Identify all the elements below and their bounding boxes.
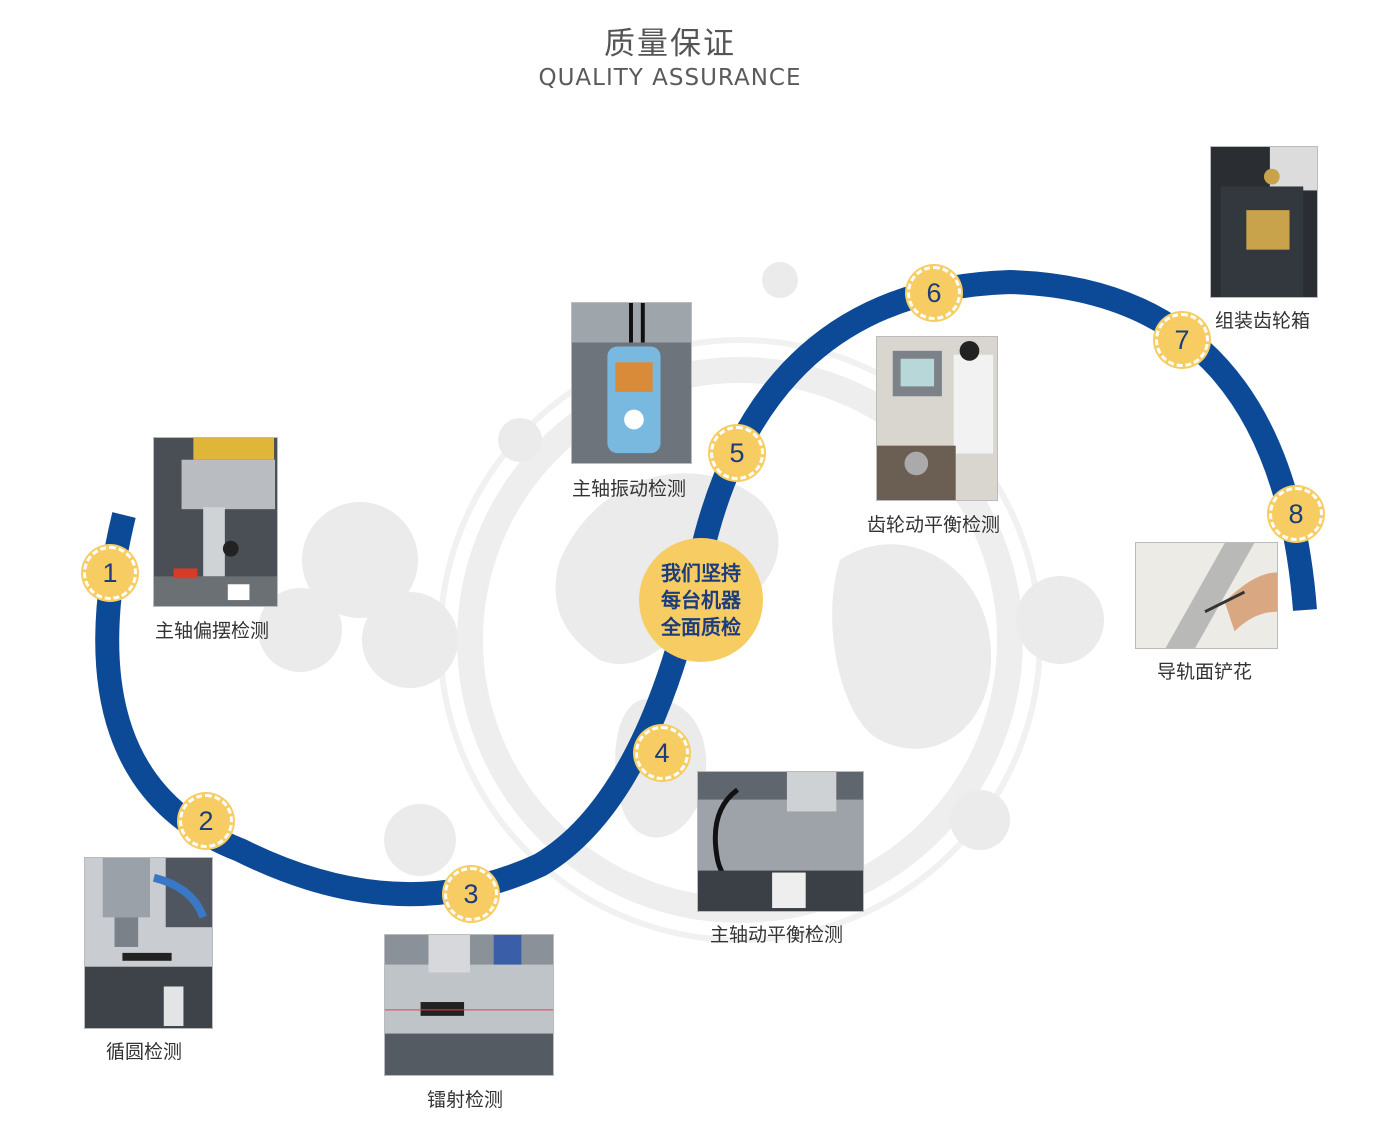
step-badge-3: 3 <box>444 867 498 921</box>
caption-step-6: 齿轮动平衡检测 <box>867 514 1001 536</box>
step-badge-2: 2 <box>179 794 233 848</box>
step-badge-8: 8 <box>1269 487 1323 541</box>
step-badge-1: 1 <box>83 546 137 600</box>
step-badge-5: 5 <box>710 426 764 480</box>
center-slogan-line-3: 全面质检 <box>661 614 741 639</box>
page-subtitle: QUALITY ASSURANCE <box>538 65 802 91</box>
page-title: 质量保证 <box>604 26 736 62</box>
photo-gearbox-assembly <box>1210 146 1318 298</box>
center-slogan-badge: 我们坚持 每台机器 全面质检 <box>639 538 763 662</box>
photo-laser-test <box>384 934 554 1076</box>
caption-step-8: 导轨面铲花 <box>1157 661 1253 683</box>
step-badge-6: 6 <box>907 266 961 320</box>
caption-step-4: 主轴动平衡检测 <box>710 924 844 946</box>
center-slogan-line-2: 每台机器 <box>661 587 741 612</box>
photo-spindle-vibration <box>571 302 692 464</box>
step-badge-4: 4 <box>635 726 689 780</box>
step-badge-7: 7 <box>1155 313 1209 367</box>
caption-step-7: 组装齿轮箱 <box>1215 310 1311 332</box>
caption-step-3: 镭射检测 <box>427 1089 504 1111</box>
photo-spindle-runout <box>153 437 278 607</box>
caption-step-1: 主轴偏摆检测 <box>155 620 270 642</box>
photo-circle-test <box>84 857 213 1029</box>
caption-step-5: 主轴振动检测 <box>572 478 687 500</box>
photo-gear-balance <box>876 336 998 501</box>
photo-spindle-balance <box>697 771 864 912</box>
caption-step-2: 循圆检测 <box>106 1041 183 1063</box>
photo-guideway-scraping <box>1135 542 1278 649</box>
center-slogan-line-1: 我们坚持 <box>661 560 741 585</box>
